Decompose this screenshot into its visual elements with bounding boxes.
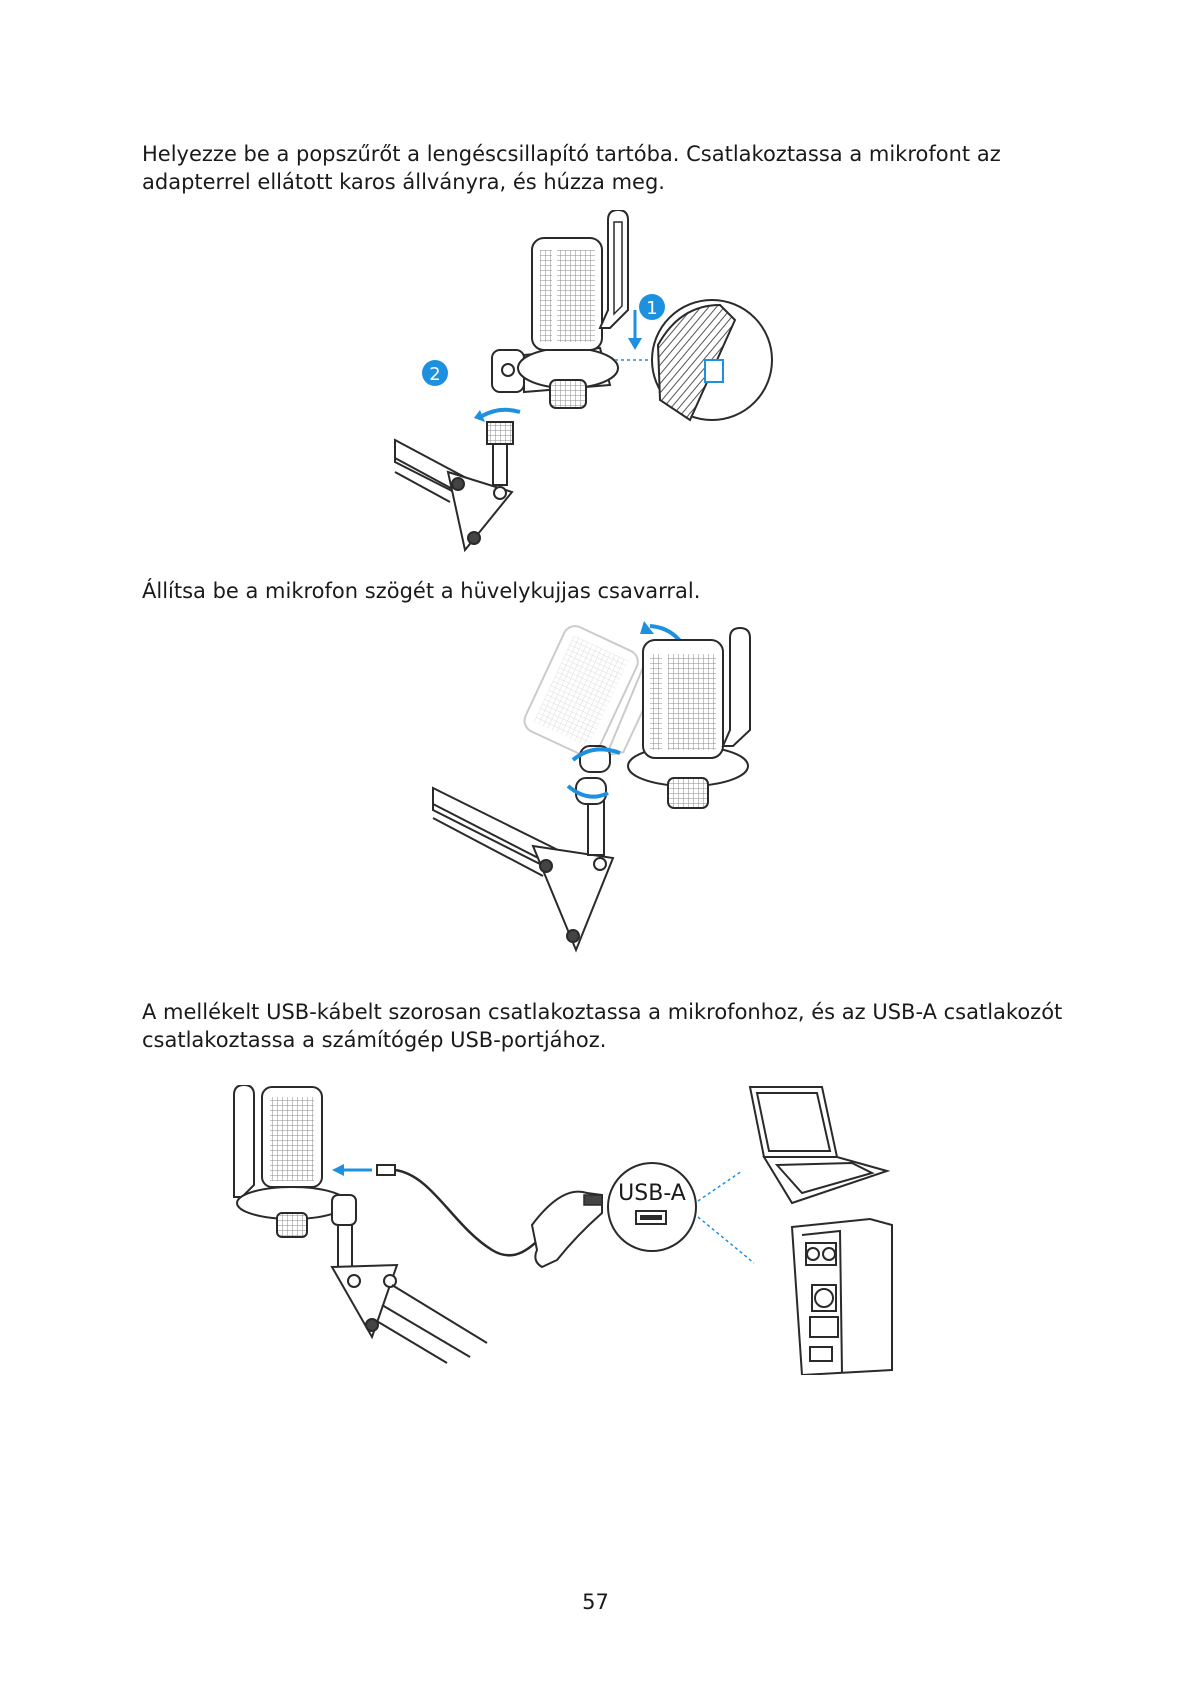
figure-angle-adjust (432, 621, 751, 953)
figure-mount-mic: 1 2 (394, 210, 773, 553)
microphone (233, 1085, 488, 1364)
instruction-text-1: Helyezze be a popszűrőt a lengéscsillapí… (142, 142, 1001, 194)
laptop-icon (748, 1086, 891, 1205)
usb-a-label: USB-A (618, 1181, 686, 1206)
step-badge-2: 2 (429, 364, 440, 385)
instruction-text-3: A mellékelt USB-kábelt szorosan csatlako… (142, 1000, 1063, 1052)
rotate-arrow (481, 407, 521, 418)
desktop-tower-icon (790, 1217, 893, 1375)
hand (530, 1190, 603, 1269)
figure-usb-connection: USB-A (233, 1085, 893, 1375)
usb-a-callout (607, 1162, 697, 1252)
boom-arm (394, 421, 514, 553)
boom-arm (432, 745, 615, 953)
pop-filter (721, 626, 751, 747)
step-badge-1: 1 (646, 298, 657, 319)
page-number: 57 (582, 1590, 609, 1614)
instruction-text-2: Állítsa be a mikrofon szögét a hüvelykuj… (142, 579, 701, 603)
